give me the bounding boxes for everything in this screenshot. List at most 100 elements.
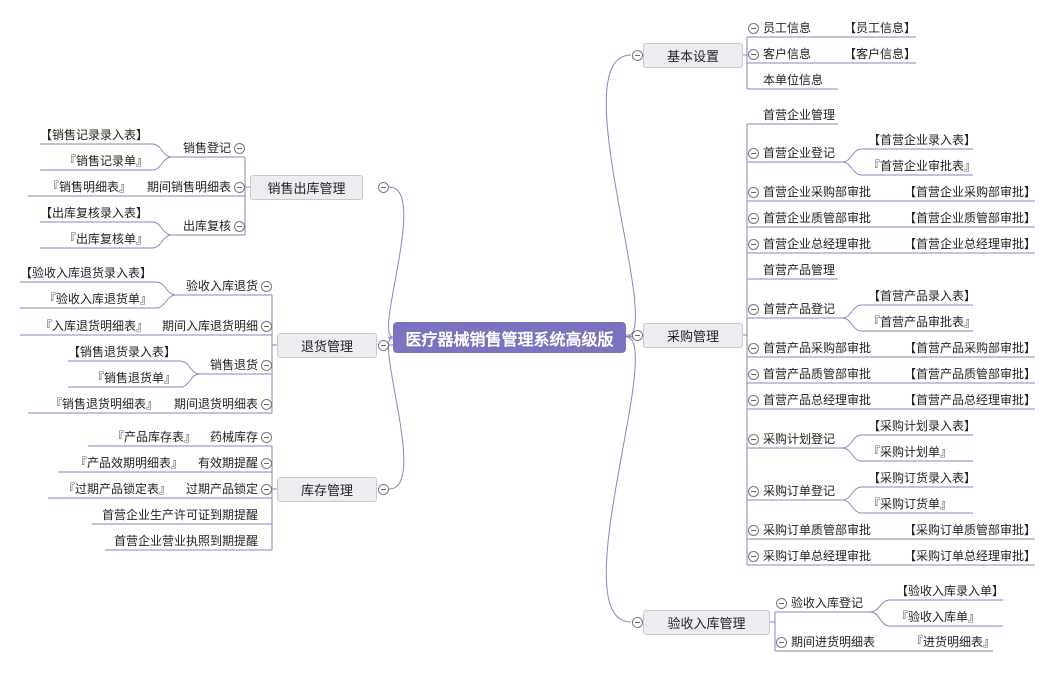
- child-right-0-1-collapse-icon[interactable]: [747, 48, 759, 60]
- child-right-2-0-collapse-icon[interactable]: [775, 597, 787, 609]
- child-right-1-0[interactable]: 首营企业管理: [763, 108, 836, 122]
- child-right-1-6-collapse-icon[interactable]: [747, 303, 759, 315]
- branch-right-1[interactable]: 采购管理: [643, 323, 743, 348]
- leaf-right-1-12-0[interactable]: 【采购订单质管部审批】: [904, 523, 1037, 537]
- child-right-1-2-collapse-icon[interactable]: [747, 186, 759, 198]
- branch-left-2[interactable]: 库存管理: [277, 477, 377, 502]
- leaf-left-1-2-1[interactable]: 『销售退货单』: [91, 371, 176, 385]
- child-right-1-3[interactable]: 首营企业质管部审批: [763, 211, 872, 225]
- branch-right-2-collapse-icon[interactable]: [631, 616, 643, 628]
- leaf-right-1-8-0[interactable]: 【首营产品质管部审批】: [904, 367, 1037, 381]
- child-left-1-2-collapse-icon[interactable]: [260, 359, 272, 371]
- child-left-1-0-collapse-icon[interactable]: [260, 280, 272, 292]
- child-left-1-1-collapse-icon[interactable]: [260, 320, 272, 332]
- child-right-1-9[interactable]: 首营产品总经理审批: [763, 393, 872, 407]
- branch-right-0-collapse-icon[interactable]: [631, 49, 643, 61]
- child-left-2-2-collapse-icon[interactable]: [260, 483, 272, 495]
- leaf-left-0-0-1[interactable]: 『销售记录单』: [63, 154, 148, 168]
- branch-left-1[interactable]: 退货管理: [277, 333, 377, 358]
- child-right-0-1[interactable]: 客户信息: [763, 47, 812, 61]
- child-left-2-4[interactable]: 首营企业营业执照到期提醒: [113, 534, 258, 548]
- leaf-right-1-4-0[interactable]: 【首营企业总经理审批】: [904, 237, 1037, 251]
- child-right-1-12-collapse-icon[interactable]: [747, 524, 759, 536]
- child-left-2-2[interactable]: 过期产品锁定: [185, 482, 258, 496]
- leaf-right-1-13-0[interactable]: 【采购订单总经理审批】: [904, 549, 1037, 563]
- child-right-2-0[interactable]: 验收入库登记: [791, 596, 864, 610]
- leaf-left-0-2-1[interactable]: 『出库复核单』: [63, 232, 148, 246]
- leaf-right-2-1-0[interactable]: 『进货明细表』: [911, 635, 996, 649]
- child-right-2-1-collapse-icon[interactable]: [775, 636, 787, 648]
- child-right-2-1[interactable]: 期间进货明细表: [791, 635, 876, 649]
- leaf-left-0-0-0[interactable]: 【销售记录录入表】: [39, 128, 148, 142]
- child-left-2-0[interactable]: 药械库存: [209, 430, 258, 444]
- leaf-right-1-3-0[interactable]: 【首营企业质管部审批】: [904, 211, 1037, 225]
- leaf-left-1-2-0[interactable]: 【销售退货录入表】: [67, 345, 176, 359]
- child-right-1-10-collapse-icon[interactable]: [747, 433, 759, 445]
- child-right-1-13-collapse-icon[interactable]: [747, 550, 759, 562]
- leaf-right-1-7-0[interactable]: 【首营产品采购部审批】: [904, 341, 1037, 355]
- child-right-1-4[interactable]: 首营企业总经理审批: [763, 237, 872, 251]
- leaf-left-2-2-0[interactable]: 『过期产品锁定表』: [62, 482, 171, 496]
- child-left-2-3[interactable]: 首营企业生产许可证到期提醒: [101, 508, 258, 522]
- child-right-1-9-collapse-icon[interactable]: [747, 394, 759, 406]
- child-left-0-2-collapse-icon[interactable]: [233, 220, 245, 232]
- leaf-left-1-1-0[interactable]: 『入库退货明细表』: [39, 319, 148, 333]
- leaf-left-1-0-1[interactable]: 『验收入库退货单』: [43, 292, 152, 306]
- leaf-left-2-1-0[interactable]: 『产品效期明细表』: [74, 456, 183, 470]
- child-right-1-3-collapse-icon[interactable]: [747, 212, 759, 224]
- child-right-1-4-collapse-icon[interactable]: [747, 238, 759, 250]
- leaf-right-1-11-1[interactable]: 『采购订货单』: [868, 497, 953, 511]
- leaf-right-2-0-0[interactable]: 【验收入库录入单】: [896, 584, 1005, 598]
- leaf-left-0-2-0[interactable]: 【出库复核录入表】: [39, 206, 148, 220]
- leaf-right-1-1-1[interactable]: 『首营企业审批表』: [868, 159, 977, 173]
- leaf-right-0-1-0[interactable]: 【客户信息】: [844, 47, 917, 61]
- child-left-0-2[interactable]: 出库复核: [182, 219, 231, 233]
- leaf-right-1-6-1[interactable]: 『首营产品审批表』: [868, 315, 977, 329]
- child-right-1-6[interactable]: 首营产品登记: [763, 302, 836, 316]
- child-right-1-1[interactable]: 首营企业登记: [763, 146, 836, 160]
- child-left-1-3-collapse-icon[interactable]: [260, 398, 272, 410]
- leaf-right-1-1-0[interactable]: 【首营企业录入表】: [868, 133, 977, 147]
- child-right-0-0[interactable]: 员工信息: [763, 21, 812, 35]
- child-right-1-7-collapse-icon[interactable]: [747, 342, 759, 354]
- child-right-1-12[interactable]: 采购订单质管部审批: [763, 523, 872, 537]
- child-left-2-1[interactable]: 有效期提醒: [197, 456, 258, 470]
- child-left-0-0[interactable]: 销售登记: [182, 141, 231, 155]
- child-right-1-7[interactable]: 首营产品采购部审批: [763, 341, 872, 355]
- child-right-0-2[interactable]: 本单位信息: [763, 73, 824, 87]
- leaf-left-1-3-0[interactable]: 『销售退货明细表』: [49, 397, 158, 411]
- child-right-1-2[interactable]: 首营企业采购部审批: [763, 185, 872, 199]
- leaf-right-1-6-0[interactable]: 【首营产品录入表】: [868, 289, 977, 303]
- child-right-1-13[interactable]: 采购订单总经理审批: [763, 549, 872, 563]
- child-left-1-2[interactable]: 销售退货: [209, 358, 258, 372]
- leaf-right-0-0-0[interactable]: 【员工信息】: [844, 21, 917, 35]
- leaf-right-2-0-1[interactable]: 『验收入库单』: [896, 610, 981, 624]
- leaf-right-1-10-0[interactable]: 【采购计划录入表】: [868, 419, 977, 433]
- child-right-1-11[interactable]: 采购订单登记: [763, 484, 836, 498]
- child-left-2-1-collapse-icon[interactable]: [260, 457, 272, 469]
- child-right-0-0-collapse-icon[interactable]: [747, 22, 759, 34]
- leaf-right-1-9-0[interactable]: 【首营产品总经理审批】: [904, 393, 1037, 407]
- child-right-1-5[interactable]: 首营产品管理: [763, 263, 836, 277]
- branch-right-0[interactable]: 基本设置: [643, 43, 743, 68]
- child-right-1-8-collapse-icon[interactable]: [747, 368, 759, 380]
- child-left-1-1[interactable]: 期间入库退货明细: [161, 319, 258, 333]
- child-left-1-0[interactable]: 验收入库退货: [185, 279, 258, 293]
- child-right-1-11-collapse-icon[interactable]: [747, 485, 759, 497]
- root-topic[interactable]: 医疗器械销售管理系统高级版: [393, 322, 626, 353]
- child-left-2-0-collapse-icon[interactable]: [260, 431, 272, 443]
- child-right-1-10[interactable]: 采购计划登记: [763, 432, 836, 446]
- leaf-right-1-11-0[interactable]: 【采购订货录入表】: [868, 471, 977, 485]
- branch-left-0[interactable]: 销售出库管理: [250, 175, 363, 200]
- leaf-left-2-0-0[interactable]: 『产品库存表』: [111, 430, 196, 444]
- branch-left-0-collapse-icon[interactable]: [377, 181, 389, 193]
- child-left-0-0-collapse-icon[interactable]: [233, 142, 245, 154]
- child-left-0-1[interactable]: 期间销售明细表: [146, 180, 231, 194]
- branch-right-1-collapse-icon[interactable]: [631, 329, 643, 341]
- child-right-1-8[interactable]: 首营产品质管部审批: [763, 367, 872, 381]
- leaf-left-1-0-0[interactable]: 【验收入库退货录入表】: [19, 266, 152, 280]
- child-left-1-3[interactable]: 期间退货明细表: [173, 397, 258, 411]
- leaf-right-1-10-1[interactable]: 『采购计划单』: [868, 445, 953, 459]
- branch-left-1-collapse-icon[interactable]: [377, 339, 389, 351]
- leaf-left-0-1-0[interactable]: 『销售明细表』: [46, 180, 131, 194]
